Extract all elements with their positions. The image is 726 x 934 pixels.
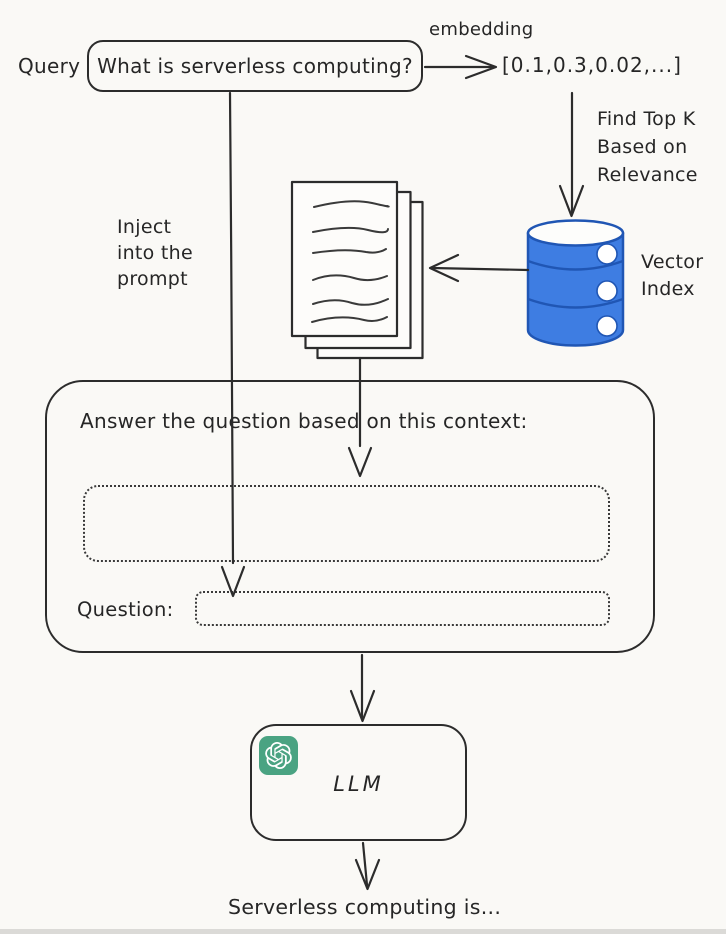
embedding-to-db-arrow (558, 91, 585, 218)
page-bottom-edge (0, 929, 726, 934)
find-top-k-label: Find Top K Based on Relevance (597, 108, 698, 186)
embedding-label: embedding (429, 19, 534, 40)
query-text: What is serverless computing? (97, 53, 413, 78)
query-label: Query (18, 54, 81, 78)
inject-into-prompt-label: Inject into the prompt (117, 216, 194, 290)
prompt-to-llm-arrow (349, 653, 376, 723)
query-to-embedding-arrow (423, 54, 498, 80)
prompt-template-box (45, 380, 655, 653)
output-text: Serverless computing is... (228, 895, 502, 919)
prompt-instruction-text: Answer the question based on this contex… (80, 409, 528, 433)
llm-to-output-arrow (354, 841, 381, 891)
question-placeholder-box (195, 591, 610, 626)
llm-box (250, 724, 467, 841)
documents-stack-icon (290, 180, 424, 360)
embedding-vector-text: [0.1,0.3,0.02,...] (502, 53, 682, 77)
llm-label: LLM (333, 772, 384, 796)
query-box: What is serverless computing? (87, 40, 423, 92)
context-placeholder-box (83, 485, 610, 562)
openai-logo-icon (259, 736, 298, 775)
question-label: Question: (77, 598, 174, 621)
vector-index-label: Vector Index (641, 251, 704, 300)
db-to-documents-arrow (428, 253, 530, 283)
vector-database-icon (526, 219, 625, 347)
